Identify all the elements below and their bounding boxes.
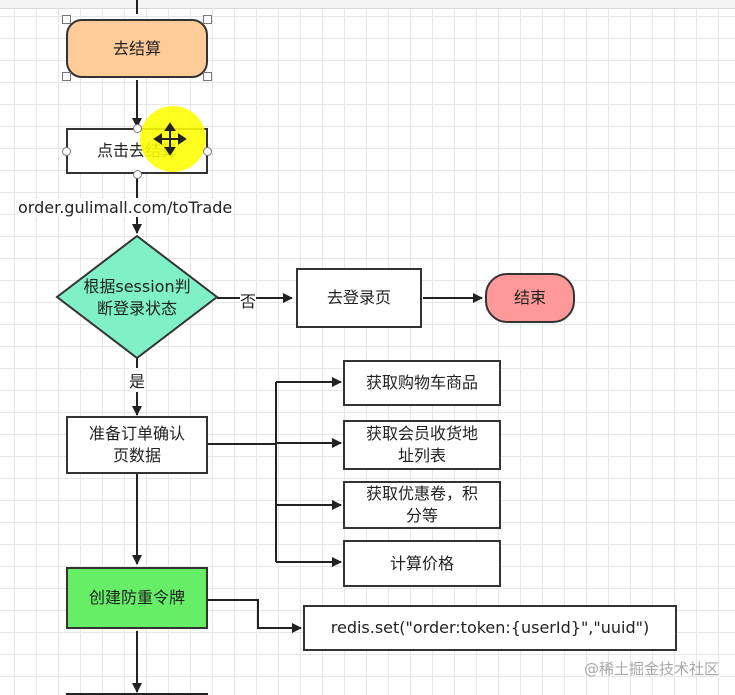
- resize-handle[interactable]: [62, 15, 71, 24]
- checkout-label: 去结算: [112, 38, 161, 58]
- get-cart-label: 获取购物车商品: [365, 373, 478, 393]
- connector-token-to-redis: [208, 599, 302, 633]
- get-coupon-label-line2: 分等: [405, 506, 438, 525]
- get-cart-node[interactable]: 获取购物车商品: [343, 360, 501, 406]
- get-coupon-node[interactable]: 获取优惠卷，积 分等: [343, 481, 501, 529]
- decision-label-line1: 根据session判: [83, 277, 191, 297]
- login-page-label: 去登录页: [326, 288, 391, 308]
- decision-diamond: [55, 234, 219, 360]
- get-address-label-line1: 获取会员收货地: [365, 424, 478, 444]
- end-node[interactable]: 结束: [485, 273, 575, 323]
- connection-point[interactable]: [203, 147, 212, 156]
- connection-point[interactable]: [133, 170, 142, 179]
- get-coupon-label-line1: 获取优惠卷，积: [365, 484, 478, 504]
- calc-price-node[interactable]: 计算价格: [343, 540, 501, 587]
- url-label: order.gulimall.com/toTrade: [18, 198, 233, 217]
- get-address-label-line2: 址列表: [397, 446, 446, 465]
- yes-label: 是: [129, 368, 146, 392]
- connection-point[interactable]: [133, 124, 142, 133]
- create-token-label: 创建防重令牌: [88, 588, 185, 608]
- prepare-order-node[interactable]: 准备订单确认 页数据: [66, 416, 208, 474]
- login-page-node[interactable]: 去登录页: [296, 268, 422, 328]
- redis-set-label: redis.set("order:token:{userId}","uuid"): [330, 618, 650, 638]
- redis-set-node[interactable]: redis.set("order:token:{userId}","uuid"): [303, 605, 677, 651]
- prepare-order-label-line2: 页数据: [112, 446, 161, 465]
- get-address-node[interactable]: 获取会员收货地 址列表: [343, 420, 501, 470]
- end-label: 结束: [513, 288, 546, 308]
- top-toolbar-edge: [0, 0, 735, 9]
- prepare-order-label-line1: 准备订单确认: [88, 424, 185, 444]
- calc-price-label: 计算价格: [389, 553, 454, 573]
- decision-label-line2: 断登录状态: [96, 299, 177, 318]
- no-label: 否: [240, 288, 257, 312]
- resize-handle[interactable]: [203, 15, 212, 24]
- resize-handle[interactable]: [62, 72, 71, 81]
- connection-point[interactable]: [62, 147, 71, 156]
- checkout-node[interactable]: 去结算: [66, 19, 208, 78]
- resize-handle[interactable]: [203, 72, 212, 81]
- decision-node[interactable]: 根据session判 断登录状态: [57, 268, 217, 328]
- watermark: @稀土掘金技术社区: [583, 660, 719, 678]
- create-token-node[interactable]: 创建防重令牌: [66, 567, 208, 629]
